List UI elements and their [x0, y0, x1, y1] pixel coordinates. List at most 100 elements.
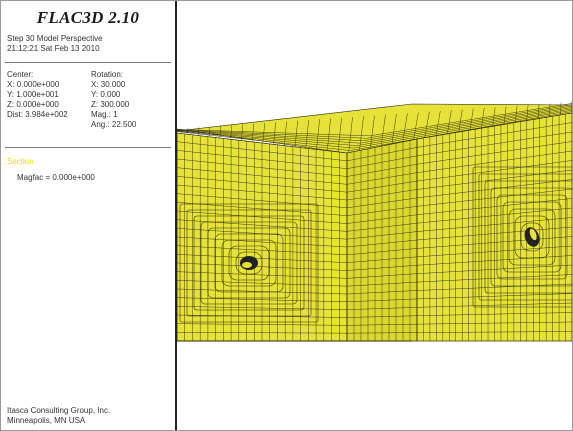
mesh-grid-line — [413, 112, 419, 140]
tunnel-ring — [228, 245, 270, 281]
mesh-grid-line — [416, 198, 572, 215]
tunnel-ring — [235, 251, 263, 275]
mesh-grid-line — [346, 222, 418, 232]
tunnel-ring — [508, 208, 556, 266]
mesh-grid-line — [416, 293, 572, 300]
mesh-grid-line — [416, 131, 572, 157]
app-title: FLAC3D 2.10 — [36, 8, 140, 27]
mesh-grid-line — [177, 271, 348, 279]
mesh-grid-line — [177, 158, 348, 177]
mesh-grid-line — [177, 210, 348, 224]
mesh-grid-line — [346, 147, 418, 162]
mesh-grid-line — [284, 121, 287, 146]
tunnel-ring — [484, 180, 572, 294]
mesh-grid-line — [391, 113, 397, 145]
mesh-grid-line — [435, 110, 441, 136]
tunnel-ring — [520, 222, 544, 252]
legend-panel: FLAC3D 2.10 Step 30 Model Perspective 21… — [1, 1, 177, 430]
mesh-grid-line — [294, 120, 298, 147]
mesh-grid-line — [416, 141, 572, 165]
center-x: X: 0.000e+000 — [7, 80, 60, 89]
mesh-grid-line — [370, 115, 375, 149]
tunnel-ring — [514, 215, 550, 259]
mesh-grid-line — [424, 111, 430, 138]
mesh-grid-line — [359, 116, 364, 151]
mesh-grid-line — [515, 105, 518, 123]
magnification: Mag.: 1 — [91, 110, 118, 119]
tunnel-ring — [490, 187, 572, 287]
mesh-grid-line — [177, 332, 348, 334]
mesh-grid-line — [380, 114, 386, 147]
rotation-x: X: 30.000 — [91, 80, 126, 89]
divider — [5, 62, 171, 63]
mesh-grid-line — [346, 265, 418, 271]
mesh-grid-line — [402, 113, 408, 142]
model-viewport[interactable] — [177, 1, 572, 430]
mesh-grid-line — [177, 167, 348, 185]
mesh-grid-line — [346, 206, 418, 216]
tunnel-ring — [193, 215, 305, 311]
mesh-grid-line — [416, 312, 572, 316]
tunnel-ring — [179, 203, 319, 323]
mesh-grid-line — [416, 331, 572, 333]
zone-mesh — [177, 101, 572, 342]
mesh-grid-line — [416, 226, 572, 241]
mesh-grid-line — [177, 110, 572, 149]
mesh-grid-line — [492, 107, 496, 127]
mesh-grid-line — [346, 155, 418, 169]
mesh-grid-line — [549, 103, 551, 117]
mesh-view — [177, 101, 572, 342]
mesh-grid-line — [416, 245, 572, 258]
mesh-grid-line — [346, 307, 418, 310]
mesh-grid-line — [346, 172, 418, 185]
mesh-grid-line — [346, 239, 418, 248]
tunnel-ring — [214, 233, 284, 293]
mesh-grid-line — [346, 290, 418, 295]
mesh-grid-line — [177, 193, 348, 209]
mesh-grid-line — [348, 116, 353, 153]
mesh-grid-line — [416, 264, 572, 274]
mesh-grid-line — [416, 274, 572, 283]
tunnel-ring — [200, 221, 298, 305]
rotation-y: Y: 0.000 — [91, 90, 121, 99]
mesh-grid-line — [177, 184, 348, 201]
mesh-grid-line — [177, 107, 572, 144]
mesh-grid-line — [346, 281, 418, 287]
mesh-grid-line — [416, 188, 572, 207]
plot-datetime: 21:12:21 Sat Feb 13 2010 — [7, 44, 100, 53]
mesh-grid-line — [177, 103, 572, 137]
mesh-grid-line — [177, 202, 348, 216]
mesh-grid-line — [416, 283, 572, 291]
mesh-grid-line — [177, 108, 572, 146]
center-label: Center: — [7, 70, 34, 79]
mesh-grid-line — [416, 321, 572, 325]
tunnel-floor — [529, 228, 537, 241]
center-y: Y: 1.000e+001 — [7, 90, 59, 99]
view-angle: Ang.: 22.500 — [91, 120, 137, 129]
tunnel-ring — [502, 201, 562, 273]
mesh-grid-line — [416, 217, 572, 232]
mesh-grid-line — [346, 214, 418, 224]
mesh-grid-line — [416, 255, 572, 266]
tunnel-floor — [242, 262, 252, 268]
mesh-grid-line — [416, 179, 572, 199]
magfac-value: Magfac = 0.000e+000 — [17, 173, 95, 182]
mesh-grid-line — [346, 138, 418, 154]
company-location: Minneapolis, MN USA — [7, 416, 86, 425]
mesh-grid-line — [177, 105, 572, 141]
mesh-grid-line — [177, 297, 348, 303]
mesh-grid-line — [416, 122, 572, 148]
mesh-grid-line — [177, 254, 348, 263]
mesh-grid-line — [177, 111, 572, 151]
step-info: Step 30 Model Perspective — [7, 34, 103, 43]
tunnel-ring — [496, 194, 568, 280]
tunnel-ring — [186, 209, 312, 317]
mesh-grid-line — [177, 104, 572, 139]
mesh-grid-line — [177, 280, 348, 287]
mesh-grid-line — [177, 323, 348, 326]
tunnel-ring — [472, 166, 572, 308]
mesh-grid-line — [177, 306, 348, 310]
plot-item-label: Section — [7, 157, 34, 166]
mesh-grid-line — [177, 219, 348, 232]
